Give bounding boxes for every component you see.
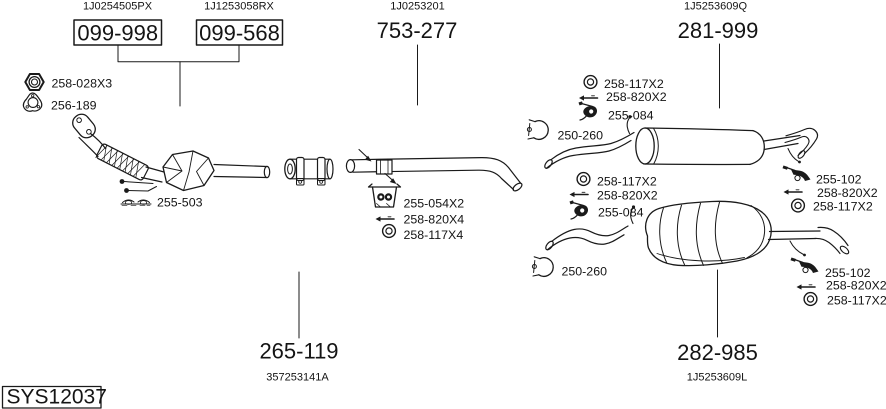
bolt-part-label: 258-820X2 <box>606 90 667 104</box>
rubber-hanger-icon <box>569 200 589 220</box>
center-muffler-oem-ref: 1J5253609Q <box>684 1 747 13</box>
center-muffler-drawing <box>544 115 819 169</box>
flex-braid-section <box>95 143 149 181</box>
pipe-connector-oem-ref: 357253141A <box>266 372 329 384</box>
bolt-icon <box>375 216 395 222</box>
hex-nut-icon <box>24 73 45 91</box>
center-muffler-part-number[interactable]: 281-999 <box>678 18 759 43</box>
gasket-icon <box>22 92 43 112</box>
washer-icon <box>381 223 397 239</box>
clamp-part-label: 250-260 <box>558 129 604 143</box>
rubber-hanger-icon <box>578 101 598 121</box>
catalytic-converter-drawing <box>162 150 271 192</box>
rear-muffler-drawing <box>545 200 850 267</box>
diagram-code: SYS12037 <box>7 386 107 409</box>
washer-icon <box>803 291 818 307</box>
oxygen-sensor-wires <box>123 181 157 192</box>
washer-part-label: 258-117X2 <box>813 200 873 214</box>
hex-nut-part-label: 258-028X3 <box>52 77 113 91</box>
front-pipe-oem-ref: 1J0254505PX <box>83 1 153 13</box>
bolt-icon <box>796 284 816 290</box>
bolt-part-label: 258-820X2 <box>826 279 886 293</box>
clamp-icon <box>531 256 554 277</box>
hanger-bracket-part-label: 255-102 <box>825 266 871 280</box>
clamp-part-label: 250-260 <box>562 265 608 279</box>
leader-lines <box>117 43 720 339</box>
bracket-icon <box>120 199 152 207</box>
washer-icon <box>583 74 598 90</box>
catalytic-converter-part-number[interactable]: 099-568 <box>199 20 280 45</box>
washer-part-label: 258-117X2 <box>827 294 886 308</box>
washer-part-label: 258-117X2 <box>604 77 664 91</box>
bolt-part-label: 258-820X2 <box>597 189 658 203</box>
sleeve-clamp-drawing <box>284 156 334 186</box>
middle-pipe-oem-ref: 1J0253201 <box>390 1 444 13</box>
bolt-icon <box>579 95 599 101</box>
catalytic-converter-oem-ref: 1J1253058RX <box>204 1 274 13</box>
bolt-icon <box>783 189 803 195</box>
front-pipe-part-number[interactable]: 099-998 <box>77 20 158 45</box>
pipe-connector-part-number[interactable]: 265-119 <box>259 339 338 364</box>
rubber-hanger-part-label: 255-084 <box>608 109 654 123</box>
rear-muffler-oem-ref: 1J5253609L <box>687 372 748 384</box>
hanger-bracket-icon <box>790 257 819 274</box>
hanger-bracket-part-label: 255-102 <box>816 173 862 187</box>
diagram-code-box <box>1 385 102 409</box>
hanger-bracket-icon <box>782 165 811 182</box>
part-number-box-catalytic-converter[interactable] <box>195 19 284 46</box>
bolt-icon <box>569 191 589 198</box>
clamp-icon <box>526 119 549 140</box>
rear-muffler-part-number[interactable]: 282-985 <box>677 340 758 365</box>
washer-icon <box>576 171 591 187</box>
cat-bracket-part-label: 255-503 <box>157 196 203 210</box>
washer-icon <box>790 198 806 213</box>
middle-pipe-part-number[interactable]: 753-277 <box>377 18 458 43</box>
part-number-box-front-pipe[interactable] <box>73 19 163 46</box>
rubber-mount-part-label: 255-054X2 <box>404 197 465 211</box>
bolt-part-label: 258-820X2 <box>817 186 878 200</box>
rubber-mount-icon <box>367 183 402 208</box>
washer-part-label: 258-117X4 <box>404 228 464 242</box>
washer-part-label: 258-117X2 <box>597 175 657 189</box>
gasket-part-label: 256-189 <box>51 99 97 113</box>
rubber-hanger-part-label: 255-084 <box>598 206 644 220</box>
middle-pipe-drawing <box>345 148 523 192</box>
front-pipe-drawing <box>72 113 165 193</box>
bolt-part-label: 258-820X4 <box>404 213 465 227</box>
